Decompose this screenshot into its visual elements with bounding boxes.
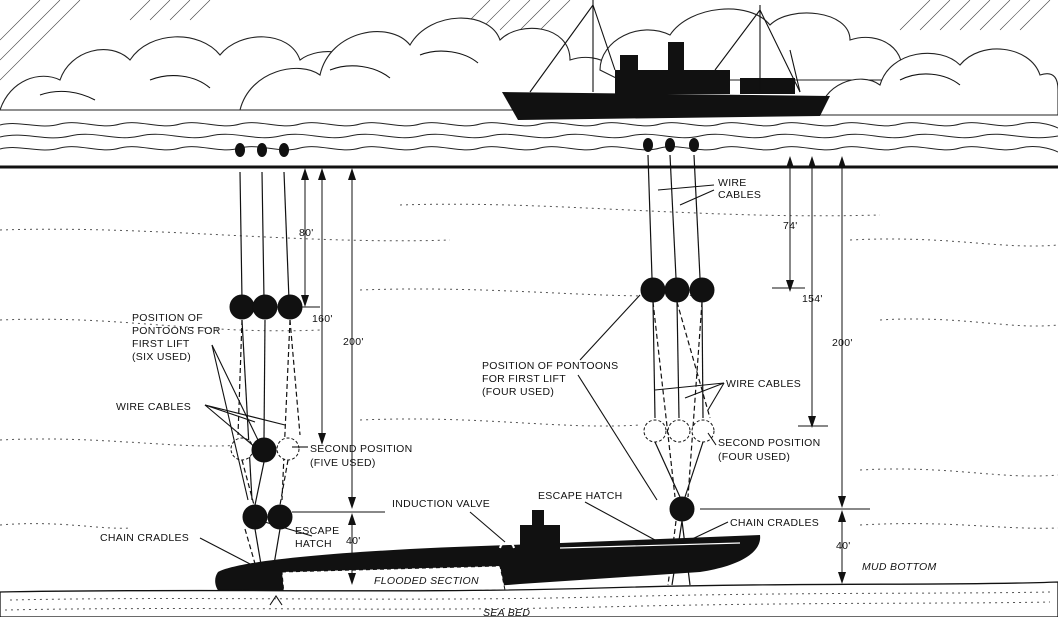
dim-left-160: 160': [312, 313, 333, 325]
dim-left-40: 40': [346, 535, 361, 547]
label-flooded-section: FLOODED SECTION: [374, 575, 479, 587]
dim-left-200: 200': [343, 336, 364, 348]
label-left-wire-cables: WIRE CABLES: [116, 401, 191, 413]
label-mud-bottom: MUD BOTTOM: [862, 561, 937, 573]
label-sea-bed: SEA BED: [483, 607, 530, 617]
left-pontoons-second: [230, 437, 300, 463]
label-right-second-position-1: SECOND POSITION: [718, 437, 821, 449]
submarine: [215, 510, 761, 600]
left-pontoons-third: [242, 504, 293, 530]
ship-funnel: [668, 42, 684, 74]
label-left-second-position-2: (FIVE USED): [310, 457, 376, 469]
sky-hatching: [0, 0, 1051, 81]
right-dimensions: [700, 156, 870, 584]
label-left-escape-hatch-1: ESCAPE: [295, 525, 339, 537]
right-pontoons-first: [640, 277, 715, 303]
label-right-wire-cables-top-1: WIRE: [718, 177, 747, 189]
left-dimensions: [292, 168, 385, 585]
dim-right-74: 74': [783, 220, 798, 232]
sea-bed: [0, 581, 1058, 617]
label-right-wire-cables-top-2: CABLES: [718, 189, 761, 201]
cloud-center: [239, 17, 623, 111]
dim-right-200: 200': [832, 337, 853, 349]
surface-floats-left: [235, 143, 289, 157]
labels-left: POSITION OF PONTOONS FOR FIRST LIFT (SIX…: [100, 312, 530, 617]
label-left-second-position-1: SECOND POSITION: [310, 443, 413, 455]
label-right-pontoons-first-2: FOR FIRST LIFT: [482, 373, 566, 385]
label-right-wire-cables-mid: WIRE CABLES: [726, 378, 801, 390]
right-pontoons-second: [643, 419, 715, 443]
sea-surface: [0, 122, 1058, 169]
labels-right: WIRE CABLES POSITION OF PONTOONS FOR FIR…: [482, 177, 937, 573]
right-pontoon-lower: [669, 496, 695, 522]
label-left-chain-cradles: CHAIN CRADLES: [100, 532, 189, 544]
label-left-escape-hatch-2: HATCH: [295, 538, 332, 550]
label-right-pontoons-first-1: POSITION OF PONTOONS: [482, 360, 619, 372]
label-right-pontoons-first-3: (FOUR USED): [482, 386, 554, 398]
label-right-chain-cradles: CHAIN CRADLES: [730, 517, 819, 529]
cloud-right: [819, 48, 1058, 116]
label-right-second-position-2: (FOUR USED): [718, 451, 790, 463]
label-left-pontoons-first-1: POSITION OF: [132, 312, 203, 324]
leader-lines: [199, 184, 729, 566]
conning-tower: [520, 525, 560, 545]
salvage-ship: [502, 0, 830, 120]
dim-right-40: 40': [836, 540, 851, 552]
dim-right-154: 154': [802, 293, 823, 305]
label-induction-valve: INDUCTION VALVE: [392, 498, 490, 510]
left-pontoons-first: [229, 294, 303, 320]
label-left-pontoons-first-4: (SIX USED): [132, 351, 191, 363]
cloud-top-right: [599, 8, 903, 81]
dimension-labels: 80' 160' 200' 40' 74' 154' 200' 40': [299, 220, 853, 552]
label-right-escape-hatch: ESCAPE HATCH: [538, 490, 623, 502]
right-rig: [640, 154, 715, 586]
induction-valve-mark: [499, 541, 515, 549]
ship-hull: [502, 92, 830, 120]
label-left-pontoons-first-3: FIRST LIFT: [132, 338, 190, 350]
surface-floats-right: [643, 138, 699, 152]
flooded-section-area: [281, 565, 506, 595]
label-left-pontoons-first-2: PONTOONS FOR: [132, 325, 221, 337]
left-rig: [229, 171, 303, 589]
dim-left-80: 80': [299, 227, 314, 239]
